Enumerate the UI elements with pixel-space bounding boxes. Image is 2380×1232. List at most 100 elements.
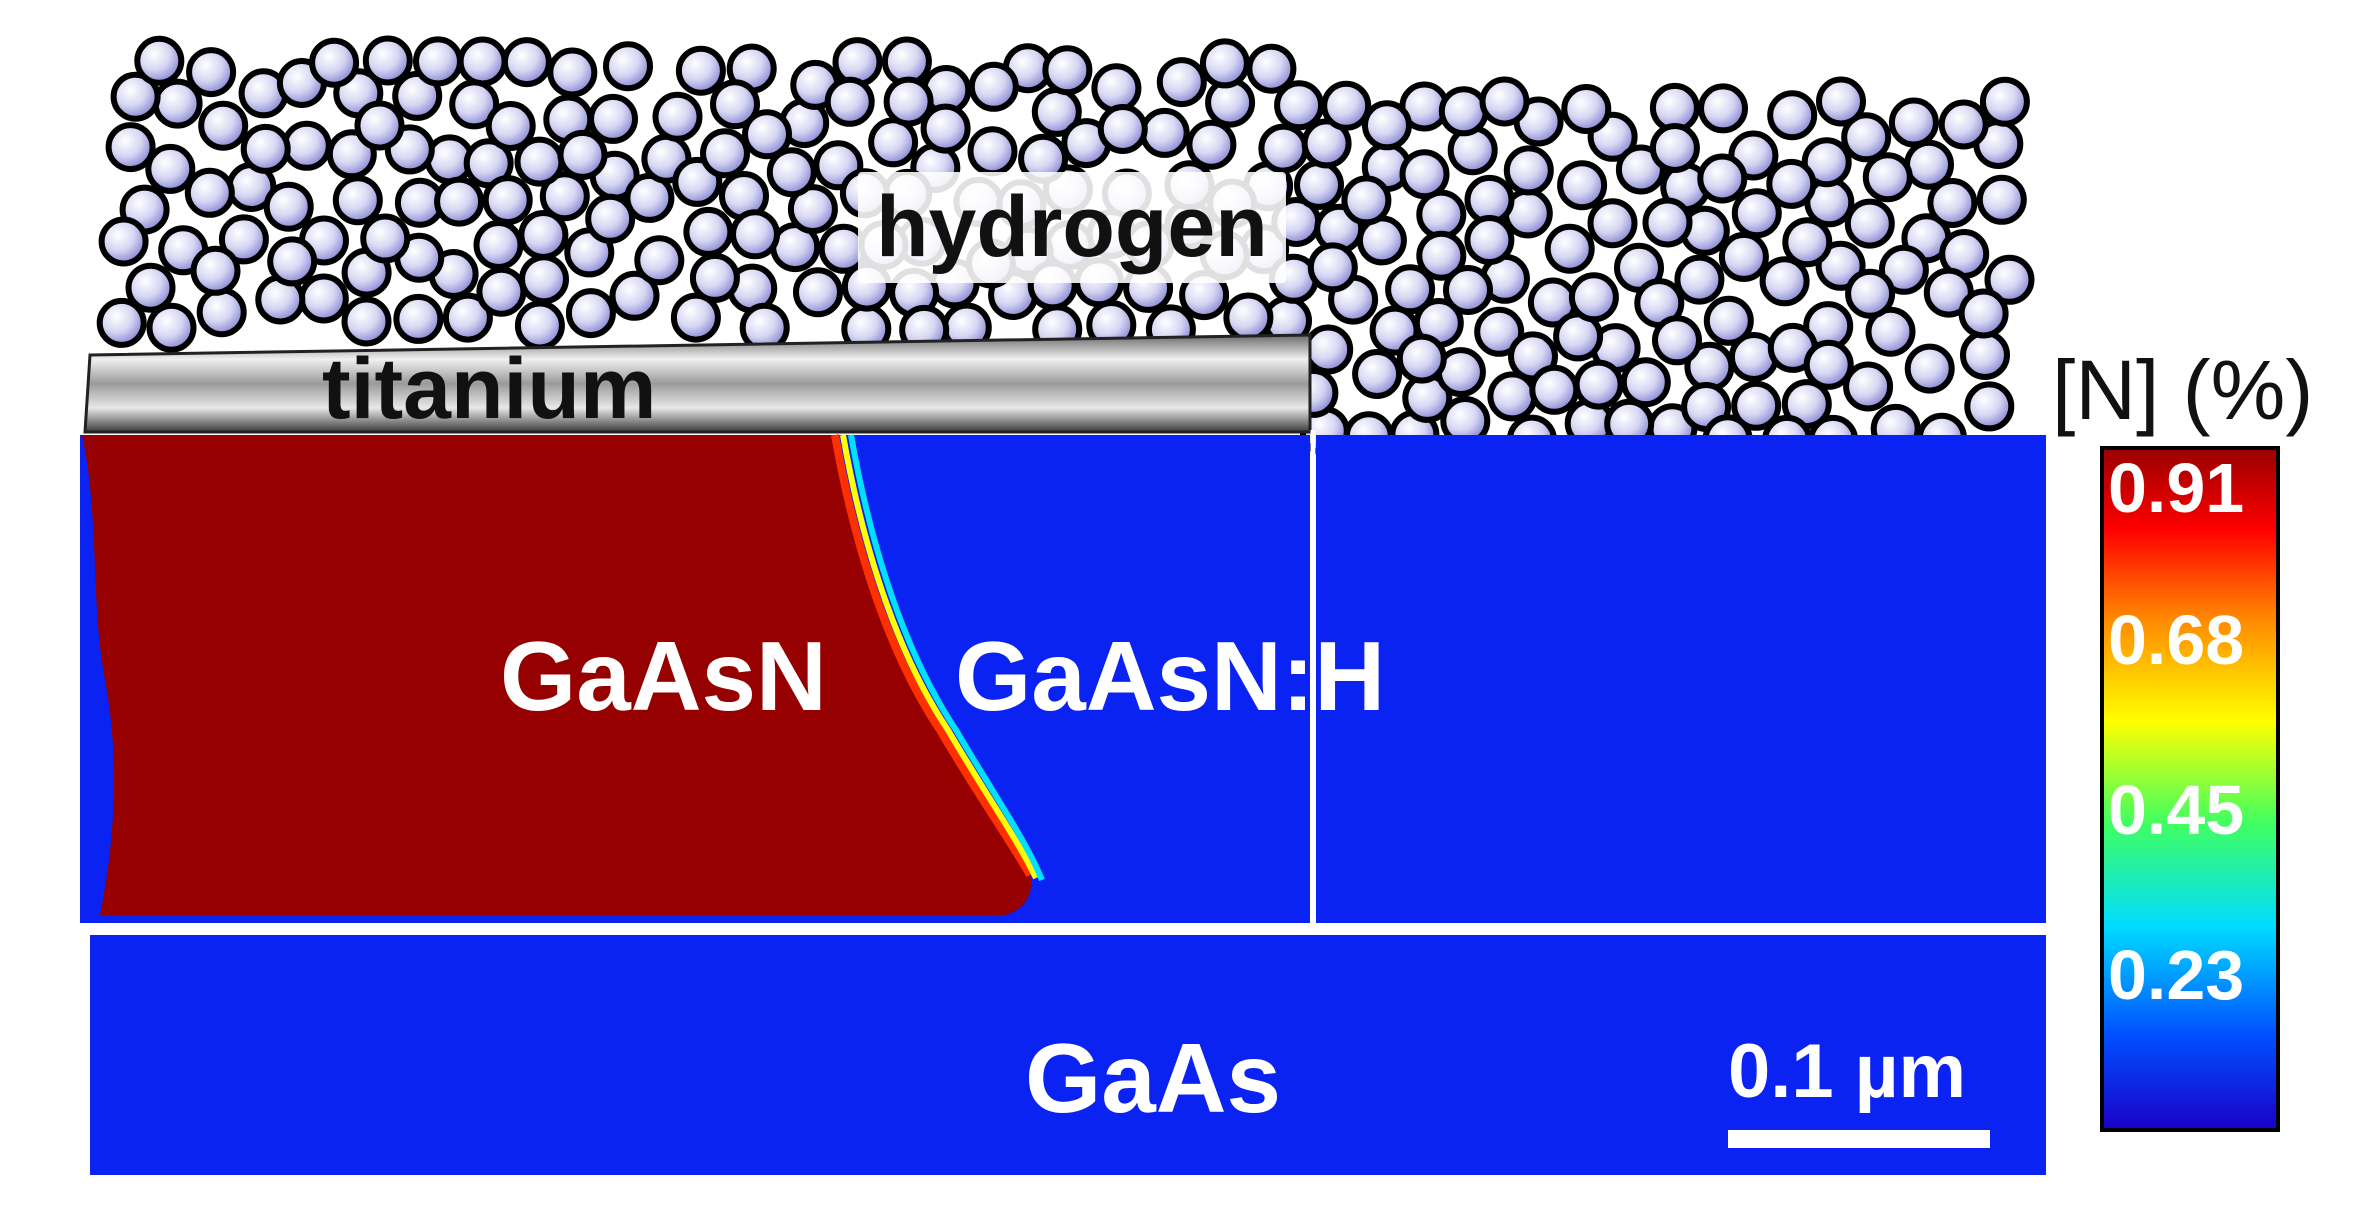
hydrogen-atom [1186,119,1237,170]
titanium-layer [83,333,1312,434]
hydrogen-atom [1979,76,2030,127]
hydrogen-atom [1976,174,2027,225]
diffusion-front-yellow [840,434,1039,880]
hydrogen-atom [186,47,237,98]
hydrogen-atom [1139,107,1190,158]
hydrogen-atom [501,37,552,88]
gaasn-region [82,435,1032,915]
hydrogen-atom [683,206,734,257]
hydrogen-atom [196,287,247,338]
hydrogen-atom [1258,123,1309,174]
hydrogen-atom [1352,349,1403,399]
hydrogen-atom [1815,240,1866,291]
hydrogen-atom [1964,381,2015,432]
gaas-label: GaAs [1025,1023,1282,1133]
hydrogen-atom [1529,364,1580,415]
colorbar-tick-1: 0.68 [2108,601,2245,679]
hydrogen-atom [1587,198,1638,249]
diffusion-front-cyan [848,434,1045,882]
hydrogen-atom [1731,188,1782,239]
hydrogen-atom [609,270,660,321]
hydrogen-atom [1443,265,1493,315]
hydrogen-atom [442,292,493,343]
hydrogen-atom [1274,80,1325,131]
hydrogen-atom [1199,38,1250,89]
hydrogen-atom [146,302,197,353]
hydrogen-atom [263,181,314,232]
hydrogen-atom [1246,43,1297,94]
hydrogen-atom [198,100,249,151]
diffusion-front [831,434,1034,877]
hydrogen-atom [473,220,524,270]
colorbar-tick-0: 0.91 [2108,449,2245,527]
hydrogen-atom [1097,104,1148,154]
hydrogen-atom [1984,254,2035,305]
hydrogen-atom [652,91,703,142]
right-region [1316,435,2046,923]
hydrogen-atom [98,216,149,267]
hydrogen-atoms [96,35,2035,465]
hydrogen-atom [360,213,411,264]
hydrogen-atom [1557,160,1608,211]
hydrogen-atom [1544,223,1595,274]
hydrogen-atom [787,184,838,235]
hydrogen-atom [110,71,161,122]
hydrogen-label: hydrogen [876,179,1268,275]
hydrogen-atom [1362,100,1412,151]
hydrogen-atom [218,214,269,265]
hydrogen-atom [1438,86,1489,137]
hydrogen-atom [565,288,616,339]
hydrogen-atom [1698,83,1748,134]
hydrogen-atom [1801,137,1852,188]
hydrogen-atom [670,292,721,343]
hydrogen-atom [1620,357,1671,408]
hydrogen-atom [1958,288,2009,339]
hydrogen-atom [1561,84,1612,134]
hydrogen-atom [145,143,196,194]
hydrogen-atom [267,236,318,287]
hydrogen-atom [1321,80,1372,131]
hydrogen-atom [1766,158,1817,209]
hydrogen-atom [413,36,463,87]
hydrogen-atom [1731,380,1782,431]
hydrogen-atom [1844,198,1895,249]
hydrogen-atom [824,76,875,127]
hydrogen-atom [519,254,569,305]
hydrogen-atom [1479,76,1530,127]
gaasn-h-label: GaAsN:H [955,621,1386,731]
hydrogen-atom [1960,330,2010,380]
hydrogen-atom [1674,254,1725,305]
hydrogen-atom [449,79,500,130]
hydrogen-atom [1416,230,1467,281]
hydrogen-label-box: hydrogen [858,172,1286,283]
hydrogen-atom [1803,339,1854,390]
hydrogen-atom [883,76,934,127]
hydrogen-atom [1652,315,1702,366]
hydrogen-atom [482,175,533,226]
hydrogen-atom [603,41,653,92]
hydrogen-atom [1888,97,1939,148]
hydrogen-atom [309,37,360,88]
hydrogen-atom [588,93,638,144]
hydrogen-atom [1399,149,1450,200]
hydrogen-atom [240,123,291,174]
hydrogen-atom [1042,45,1093,96]
hydrogen-atom [868,117,919,168]
hydrogen-atom [341,296,392,347]
hydrogen-atom [675,45,726,96]
hydrogen-atom [1474,306,1525,357]
hydrogen-atom [1396,333,1447,384]
hydrogen-atom [1464,215,1515,265]
hydrogen-atom [920,103,971,154]
hydrogen-atom [362,35,413,86]
hydrogen-atom [557,129,608,180]
hydrogen-atom [730,209,780,260]
hydrogen-atom [485,101,536,151]
hydrogen-atom [518,210,569,260]
hydrogen-atom [1573,359,1624,410]
hydrogen-atom [1341,175,1392,226]
hydrogen-atom [1156,57,1207,108]
hydrogen-atom [700,128,750,179]
hydrogen-atom [1091,63,1142,114]
